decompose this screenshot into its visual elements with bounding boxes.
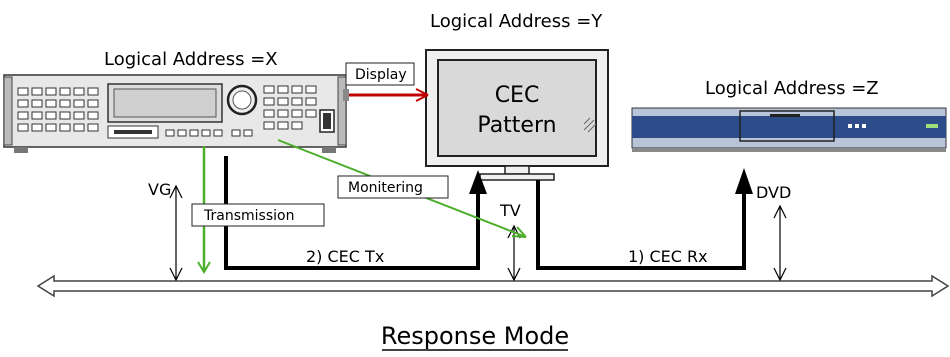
cec-rx-label: 1) CEC Rx bbox=[628, 247, 708, 266]
cec-tx-label: 2) CEC Tx bbox=[306, 247, 384, 266]
display-arrow bbox=[343, 88, 429, 102]
logical-address-x: Logical Address =X bbox=[104, 49, 278, 70]
logical-address-z: Logical Address =Z bbox=[705, 78, 879, 99]
monitering-label: Monitering bbox=[348, 180, 423, 196]
signal-generator-device bbox=[3, 74, 347, 153]
response-mode-title: Response Mode bbox=[381, 322, 569, 350]
tv-label: TV bbox=[499, 201, 521, 220]
display-label-box bbox=[345, 62, 415, 86]
transmission-label: Transmission bbox=[203, 208, 294, 224]
transmission-label-box bbox=[191, 203, 325, 227]
tv-screen-line1: CEC bbox=[495, 83, 540, 108]
cec-rx-path bbox=[536, 168, 753, 270]
logical-address-y: Logical Address =Y bbox=[430, 11, 603, 32]
vg-label: VG bbox=[148, 180, 171, 199]
cec-bus-arrow bbox=[36, 274, 950, 298]
monitering-label-box bbox=[337, 175, 449, 199]
tv-screen-line2: Pattern bbox=[477, 113, 556, 138]
dvd-stripe bbox=[632, 116, 946, 138]
tv-device bbox=[425, 49, 609, 181]
dvd-label: DVD bbox=[756, 183, 791, 202]
bus-connectors bbox=[169, 184, 787, 282]
dvd-device bbox=[631, 107, 947, 152]
display-label: Display bbox=[355, 67, 407, 83]
